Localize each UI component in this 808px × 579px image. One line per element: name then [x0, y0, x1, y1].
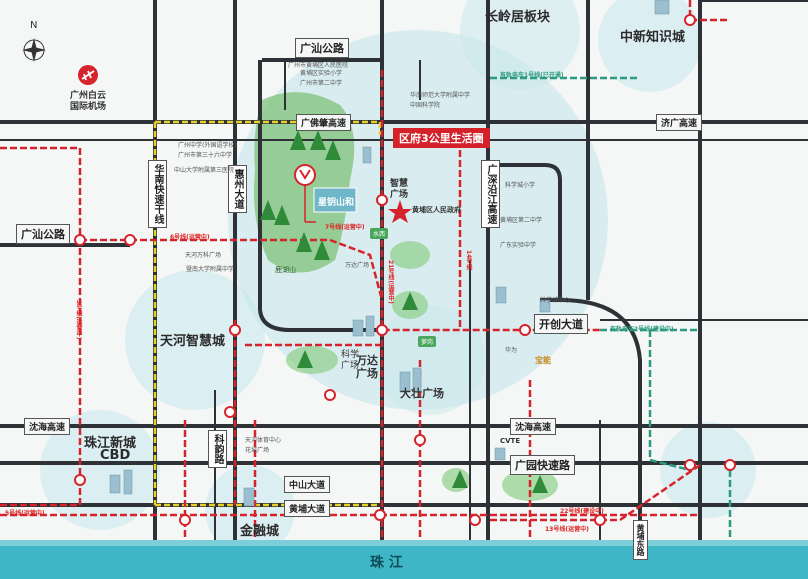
poi-g: 科学城小学: [505, 182, 536, 189]
road-guangshan-left: 广汕公路: [16, 224, 70, 244]
metro-label-13: 13号线(运营中): [545, 526, 589, 533]
road-zhongshan: 中山大道: [284, 476, 331, 493]
green-park-a: [390, 241, 430, 269]
road-jiguang: 济广高速: [656, 114, 703, 131]
area-zhuhe-1: 智慧: [390, 179, 409, 189]
poi-j: 天河万科广场: [185, 252, 222, 259]
metro-label-7: 7号线(运营中): [325, 224, 365, 231]
area-huangpu-mountain: 鹿湖山: [275, 266, 296, 274]
airport-label-1: 广州白云: [70, 91, 107, 101]
area-tianhe: 天河智慧城: [160, 334, 226, 349]
road-guangshen: 广深沿江高速: [481, 160, 500, 228]
metro-label-21: 21号线(运营中): [387, 260, 394, 304]
area-zhujiang-1: 珠江新城: [84, 436, 137, 451]
buildings: [109, 0, 670, 507]
road-kaichuang: 开创大道: [534, 314, 588, 334]
road-keyun: 科韵路: [208, 430, 227, 468]
road-huizhou: 惠州大道: [228, 165, 247, 213]
poi-l: 黄埔区第二中学: [500, 217, 543, 224]
poi-i: 中国科学院: [410, 102, 441, 109]
river-label: 珠 江: [370, 555, 403, 571]
coverage-circle-tianhe: [125, 270, 265, 410]
poi-e: 黄埔区实验小学: [300, 70, 343, 77]
poi-f: 广州市第二中学: [300, 80, 343, 87]
road-guangyuan: 广园快速路: [510, 455, 575, 475]
metro-stations: [74, 14, 736, 526]
area-zhuhe-2: 广场: [390, 190, 409, 200]
poi-r: 花城广场: [245, 447, 270, 454]
coverage-circle-jinrong: [205, 465, 295, 555]
project-pin: [294, 164, 316, 186]
metro-label-1: 有轨电车1号线(已开通): [500, 72, 564, 79]
coverage-circle-zhujiang: [40, 410, 160, 530]
coverage-circle-east: [660, 422, 756, 518]
poi-c: 中山大学附属第三医院: [174, 167, 235, 174]
airport-label-2: 国际机场: [70, 102, 107, 112]
poi-k: 暨南大学附属中学: [186, 266, 235, 273]
metro-label-2b: 有轨电车2号线(建设中): [610, 326, 674, 333]
poi-q: 天河体育中心: [245, 437, 282, 444]
airplane-icon: [78, 65, 98, 85]
poi-p: 科学城中心: [540, 297, 571, 304]
road-shahe-right: 沈海高速: [510, 418, 557, 435]
area-zhujiang-2: CBD: [100, 448, 131, 463]
road-huangpu-east: 黄埔东路: [633, 520, 648, 560]
poi-m: 万达广场: [345, 262, 370, 269]
metro-label-14: 14号线: [465, 250, 472, 271]
coverage-circle-zhongxin: [598, 0, 702, 92]
station-pill-shuixi: 水西: [370, 228, 389, 239]
gov-label: 黄埔区人民政府: [412, 206, 461, 214]
trees: [260, 130, 548, 493]
metro-label-22: 22号线(建设中): [560, 508, 604, 515]
station-pill-luogang: 萝岗: [418, 336, 437, 347]
project-box: [313, 187, 357, 213]
poi-b: 广州市第三十六中学: [178, 152, 233, 159]
poi-a: 广州中学(外国语学校): [178, 142, 237, 149]
poi-o: 华为: [505, 347, 518, 354]
poi-d: 广州市黄埔区人民医院: [288, 62, 349, 69]
poi-t: 宝能: [535, 356, 551, 365]
metro-label-5: 5号线(运营中): [5, 510, 45, 517]
road-guangfu: 广佛肇高速: [296, 114, 352, 131]
green-park-c: [286, 346, 338, 374]
area-keyun-2: 广场: [341, 361, 360, 371]
area-changling: 长岭居板块: [485, 10, 551, 25]
poi-s: CVTE: [500, 437, 521, 445]
road-guangshan-top: 广汕公路: [295, 38, 349, 58]
river: [0, 540, 808, 579]
road-huanan: 华南快速干线: [148, 160, 167, 228]
metro-label-3: 3号线(运营中): [75, 300, 82, 340]
metro-label-6: 6号线(运营中): [170, 234, 210, 241]
poi-n: 广东实验中学: [500, 242, 537, 249]
area-wanda-1: 万达: [356, 354, 378, 367]
gov-star: [388, 200, 412, 223]
area-jinrong: 金融城: [240, 524, 280, 539]
compass-label: N: [30, 20, 38, 31]
coverage-circle-changling: [460, 0, 580, 90]
area-wanda-2: 广场: [356, 367, 378, 380]
project-name: 星钥山和: [318, 198, 355, 208]
road-huangpu: 黄埔大道: [284, 500, 331, 517]
area-keyun-1: 科学: [341, 350, 360, 360]
road-shahe: 沈海高速: [24, 418, 71, 435]
area-zhongxin: 中新知识城: [620, 30, 686, 45]
poi-h: 华南师范大学附属中学: [410, 92, 471, 99]
life-circle-banner: 区府3公里生活圈: [393, 128, 490, 148]
compass-icon: [22, 38, 46, 62]
area-dagang: 大壮广场: [400, 387, 444, 400]
